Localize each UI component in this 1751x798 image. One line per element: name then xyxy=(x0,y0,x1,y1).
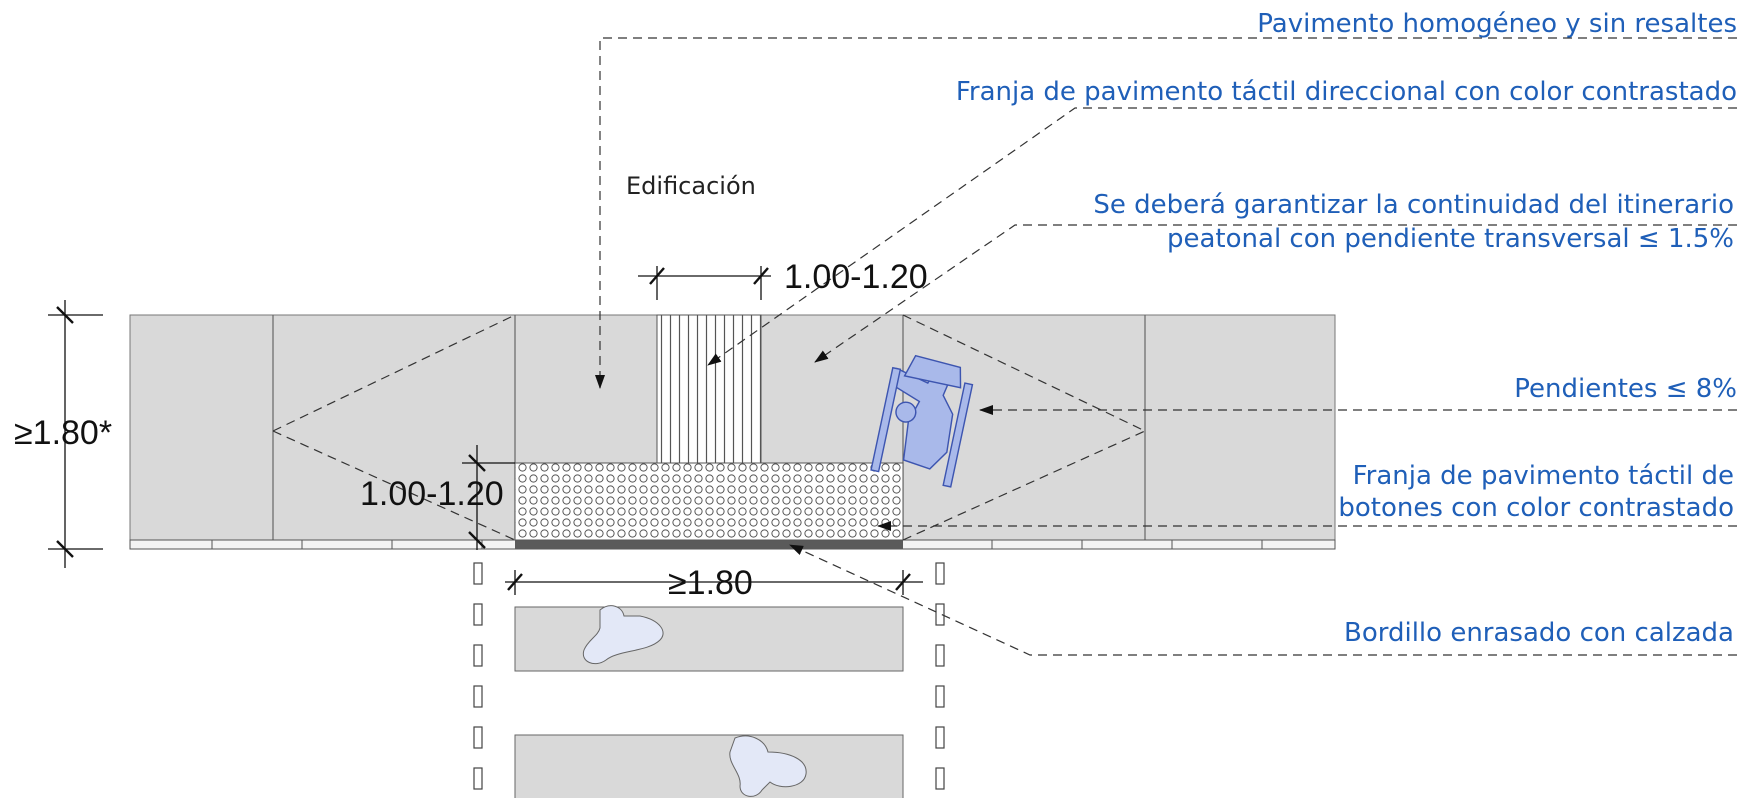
button-tactile-strip xyxy=(514,462,904,541)
curb-label: Bordillo enrasado con calzada xyxy=(1344,618,1734,648)
directional-tactile-strip xyxy=(656,314,762,464)
crosswalk-stripe xyxy=(514,734,904,798)
button-depth-dimension: 1.00-1.20 xyxy=(360,475,504,513)
button-strip-label-line2: botones con color contrastado xyxy=(1338,493,1734,523)
crossing-width-dimension: ≥1.80 xyxy=(668,564,753,602)
pavement-label: Pavimento homogéneo y sin resaltes xyxy=(1257,9,1737,39)
flush-curb xyxy=(515,540,903,549)
annotations: Pavimento homogéneo y sin resaltes Franj… xyxy=(956,9,1737,648)
curb-strip xyxy=(129,539,1336,550)
continuity-label-line2: peatonal con pendiente transversal ≤ 1.5… xyxy=(1167,224,1734,254)
directional-strip-label: Franja de pavimento táctil direccional c… xyxy=(956,77,1737,107)
continuity-label-line1: Se deberá garantizar la continuidad del … xyxy=(1093,190,1734,220)
pedestrian-icon xyxy=(729,735,807,797)
leader-continuity xyxy=(814,224,1737,363)
button-strip-label-line1: Franja de pavimento táctil de xyxy=(1353,461,1734,491)
strip-width-dimension: 1.00-1.20 xyxy=(784,258,928,296)
sidewalk-width-dimension: ≥1.80* xyxy=(14,414,112,452)
leader-curb xyxy=(789,544,1737,656)
crosswalk xyxy=(473,562,945,798)
leader-directional-strip xyxy=(707,107,1737,366)
slopes-label: Pendientes ≤ 8% xyxy=(1514,374,1737,404)
leader-lines xyxy=(595,37,1737,656)
pedestrian-icon xyxy=(582,605,664,665)
building-label: Edificación xyxy=(626,172,756,200)
leader-pavement xyxy=(595,37,1737,389)
wheelchair-user-icon xyxy=(870,354,974,488)
crosswalk-stripe xyxy=(514,606,904,672)
dimension-lines xyxy=(48,266,923,595)
